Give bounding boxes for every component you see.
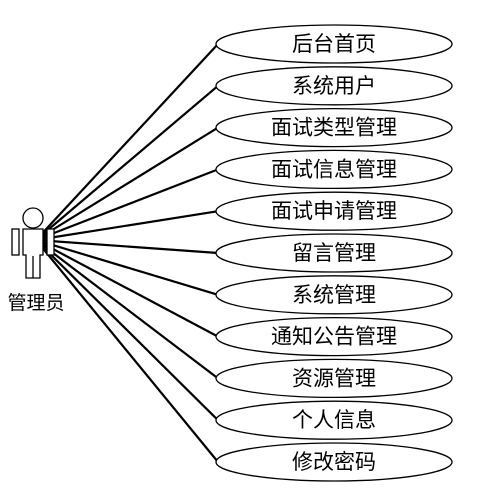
use-case-resource-mgmt: 资源管理 [215,358,453,399]
use-case-message-mgmt: 留言管理 [215,233,453,273]
use-case-system-users: 系统用户 [215,66,453,106]
use-case-interview-application-mgmt: 面试申请管理 [215,191,453,231]
use-case-interview-info-mgmt: 面试信息管理 [215,149,453,190]
use-case-system-mgmt: 系统管理 [215,275,453,315]
use-case-label: 面试申请管理 [271,199,397,223]
use-case-notice-mgmt: 通知公告管理 [215,316,453,357]
actor-administrator: 管理员 [7,207,65,314]
use-case-label: 后台首页 [292,32,376,56]
association-line-notice-mgmt [35,239,219,338]
use-case-label: 个人信息 [292,408,376,432]
use-case-ellipse [215,316,453,357]
use-case-personal-info: 个人信息 [215,400,453,440]
association-line-system-users [35,84,219,241]
association-line-interview-info-mgmt [35,168,219,242]
use-case-label: 资源管理 [292,366,376,390]
use-case-ellipse [215,24,453,64]
use-case-ellipse [215,191,453,231]
use-case-change-password: 修改密码 [215,442,453,482]
use-case-ellipse [215,442,453,482]
use-case-interview-type-mgmt: 面试类型管理 [215,107,453,148]
stick-figure-actor-icon [11,207,55,279]
use-case-label: 面试类型管理 [271,116,397,140]
association-line-home [35,43,219,241]
association-lines [35,43,219,463]
association-line-interview-type-mgmt [35,126,219,241]
use-case-label: 留言管理 [292,241,376,265]
use-case-label: 面试信息管理 [271,157,397,181]
use-case-list: 后台首页系统用户面试类型管理面试信息管理面试申请管理留言管理系统管理通知公告管理… [215,24,453,482]
use-case-label: 系统用户 [292,74,376,98]
use-case-ellipse [215,233,453,273]
association-line-personal-info [35,239,219,421]
use-case-label: 通知公告管理 [271,325,397,349]
use-case-ellipse [215,107,453,148]
association-line-resource-mgmt [35,239,219,380]
use-case-home: 后台首页 [215,24,453,64]
use-case-ellipse [215,66,453,106]
association-line-interview-application-mgmt [35,210,219,242]
association-line-change-password [35,239,219,463]
use-case-label: 系统管理 [292,283,376,307]
association-line-message-mgmt [35,238,219,255]
actor-label: 管理员 [7,292,64,314]
use-case-ellipse [215,149,453,190]
use-case-ellipse [215,275,453,315]
use-case-label: 修改密码 [292,450,376,474]
association-line-system-mgmt [35,238,219,296]
use-case-ellipse [215,358,453,399]
use-case-ellipse [215,400,453,440]
